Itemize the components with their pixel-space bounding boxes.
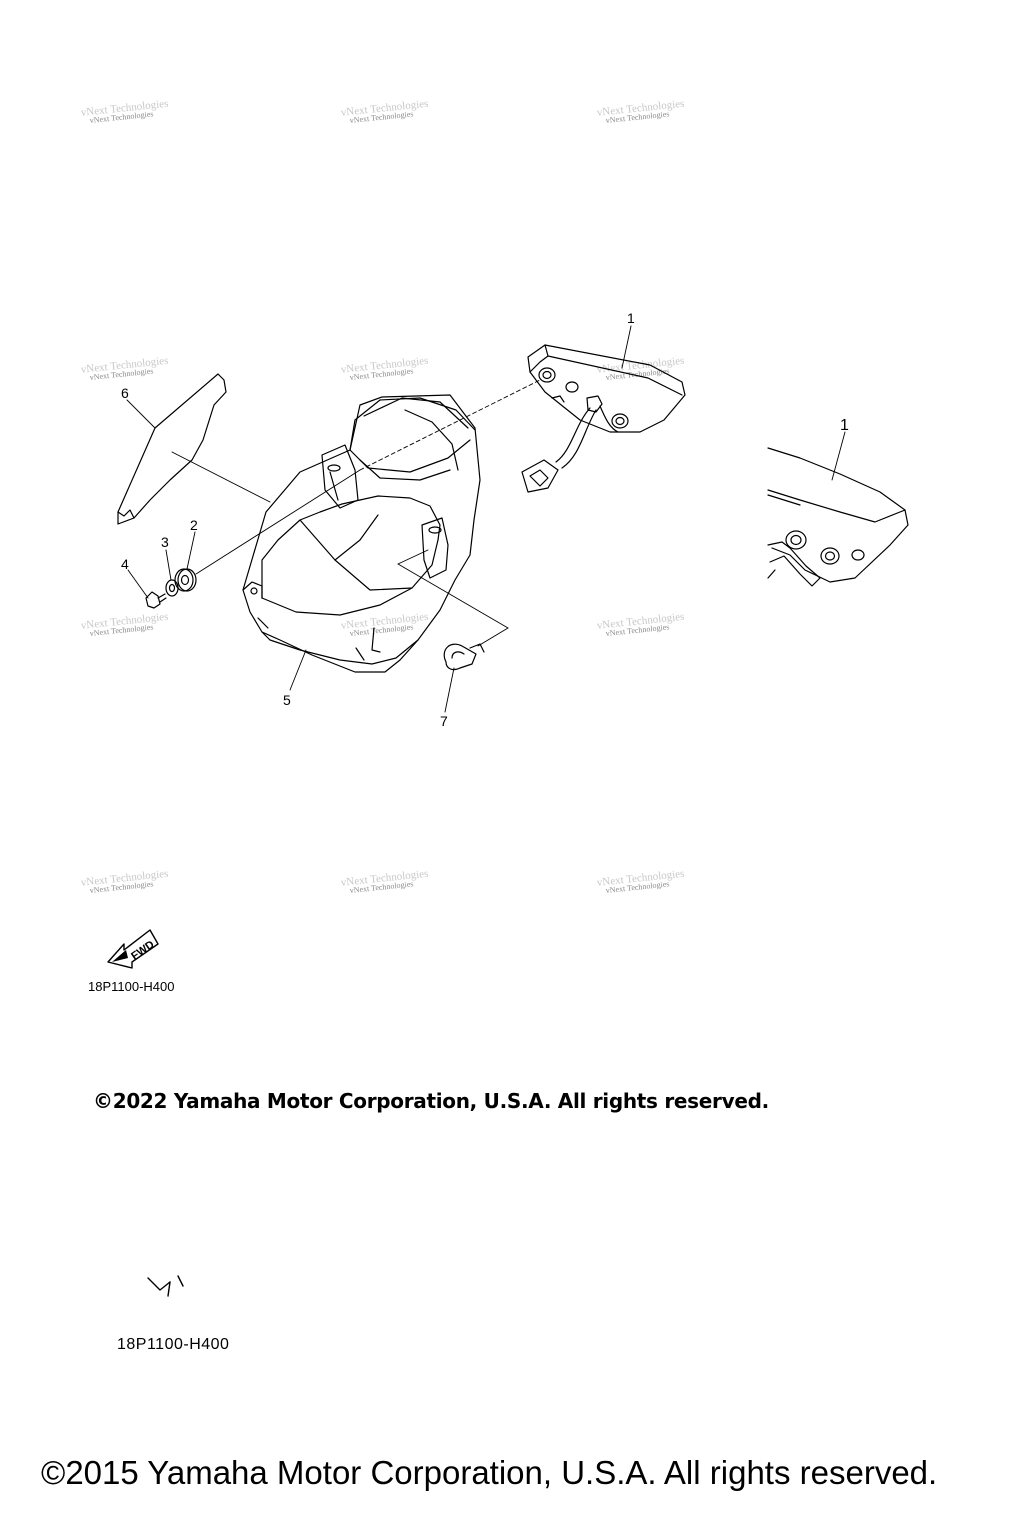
part-code-bottom: 18P1100-H400 [117, 1336, 230, 1353]
part-2-grommet [174, 568, 197, 592]
copyright-bottom: ©2015 Yamaha Motor Corporation, U.S.A. A… [41, 1454, 938, 1491]
part-6-plate [117, 373, 227, 525]
part-code-top: 18P1100-H400 [88, 979, 175, 994]
callout-2: 2 [190, 517, 198, 533]
copyright-top: ©2022 Yamaha Motor Corporation, U.S.A. A… [93, 1089, 769, 1113]
part-3-washer [165, 579, 179, 597]
callout-7: 7 [440, 713, 448, 729]
leader-lines [126, 325, 846, 713]
assembly-lines [171, 379, 541, 647]
callout-1: 1 [627, 310, 635, 326]
callout-5: 5 [283, 692, 291, 708]
part-7-clamp [443, 643, 485, 671]
part-4-screw [145, 591, 167, 609]
part-1-tail-light [521, 344, 686, 493]
part-5-housing [242, 394, 481, 673]
part-1-detail-view [767, 447, 909, 587]
callout-1-detail: 1 [840, 417, 849, 434]
callout-4: 4 [121, 556, 129, 572]
fwd-arrow-icon: FWD [107, 929, 159, 969]
callout-3: 3 [161, 534, 169, 550]
callouts: 1 1 6 2 3 4 5 7 [121, 310, 849, 729]
callout-6: 6 [121, 385, 129, 401]
fwd-arrow-fragment-icon [147, 1275, 184, 1297]
